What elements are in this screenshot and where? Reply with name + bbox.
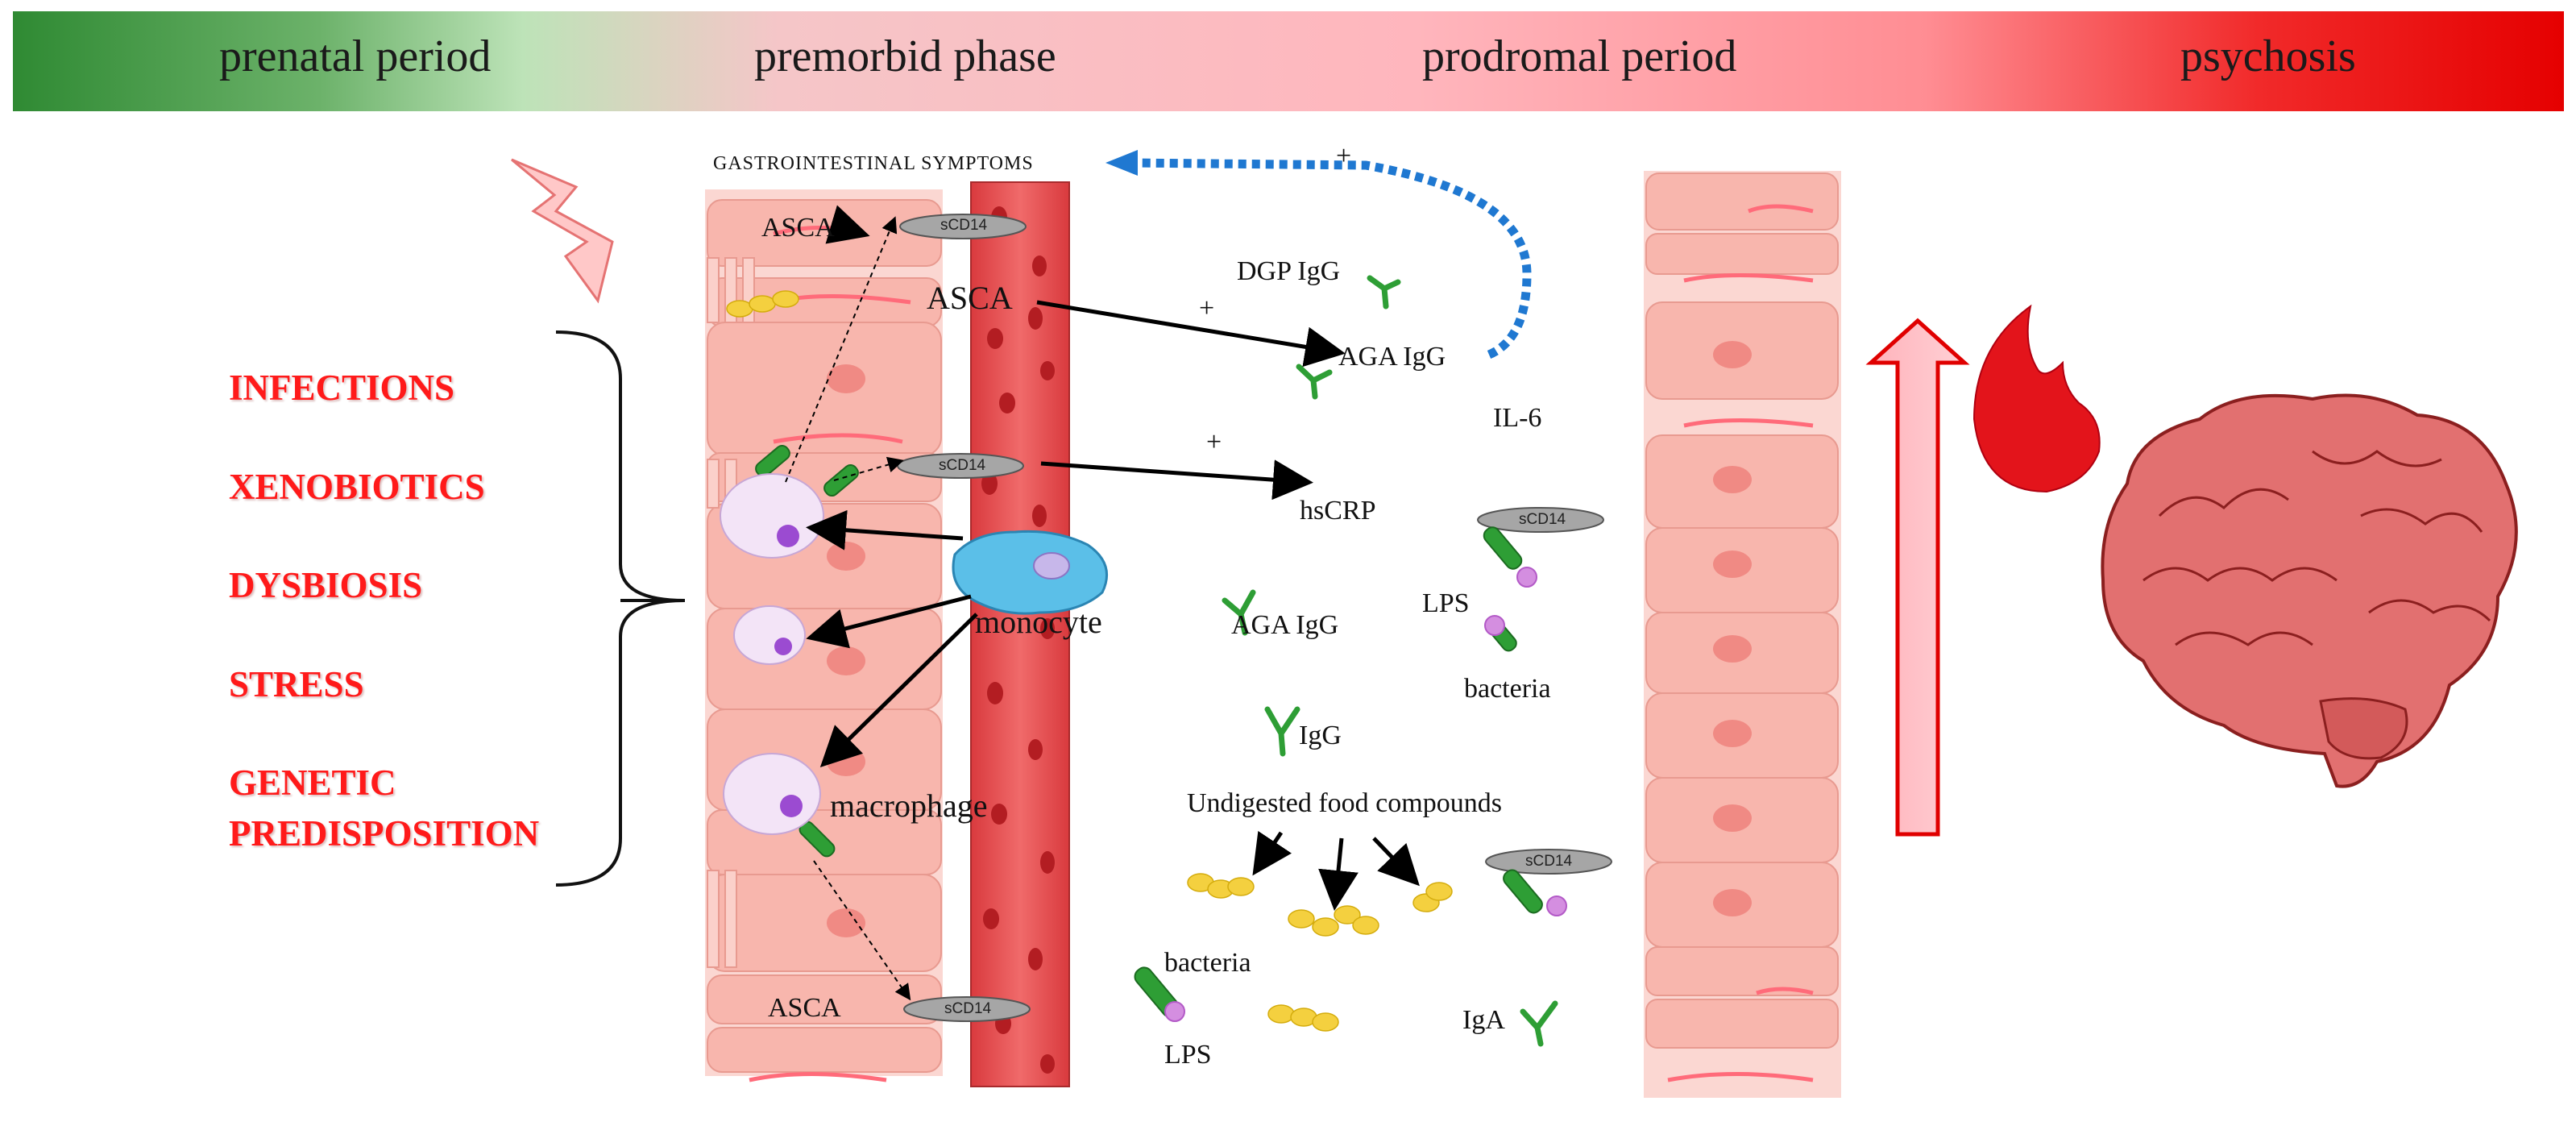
plus-sign-low: + — [1206, 427, 1222, 457]
igg-label: IgG — [1299, 721, 1342, 750]
il6-label: IL-6 — [1493, 403, 1542, 433]
factor-xenobiotics: XENOBIOTICS — [229, 467, 485, 507]
factor-genetic: GENETIC — [229, 762, 396, 803]
factor-infections: INFECTIONS — [229, 368, 455, 408]
stage-premorbid: premorbid phase — [754, 31, 1056, 81]
undigested-label: Undigested food compounds — [1187, 788, 1502, 818]
plus-sign-top: + — [1336, 141, 1352, 171]
aga-igg-label-top: AGA IgG — [1338, 342, 1446, 372]
bacteria-label-bottom: bacteria — [1164, 948, 1251, 978]
scd14-label-5: sCD14 — [944, 1000, 992, 1017]
stage-prenatal: prenatal period — [219, 31, 492, 81]
scd14-label-3: sCD14 — [1519, 511, 1566, 528]
factor-predisposition: PREDISPOSITION — [229, 813, 540, 854]
monocyte-label: monocyte — [975, 604, 1102, 640]
plus-sign-mid: + — [1199, 293, 1215, 323]
brain-icon — [2101, 393, 2518, 788]
scd14-label-1: sCD14 — [940, 217, 988, 234]
stage-prodromal: prodromal period — [1422, 31, 1737, 81]
lps-label-bottom: LPS — [1164, 1040, 1212, 1070]
flame-icon — [1972, 304, 2101, 493]
antibody-icon — [1222, 275, 1558, 1047]
scd14-label-2: sCD14 — [939, 457, 986, 474]
right-epithelium — [1644, 171, 1841, 1098]
lps-icons — [1164, 567, 1567, 1022]
feedback-arrow — [1129, 158, 1532, 359]
bacteria-label-mid: bacteria — [1464, 674, 1551, 704]
up-arrow-icon — [1865, 318, 1970, 837]
monocyte-icon — [952, 530, 1109, 615]
aga-igg-label-mid: AGA IgG — [1231, 610, 1339, 640]
scd14-label-4: sCD14 — [1525, 853, 1573, 870]
lps-label-mid: LPS — [1422, 588, 1470, 618]
dgp-igg-label: DGP IgG — [1237, 256, 1341, 286]
scd14-pills — [897, 214, 1612, 1022]
brace — [555, 330, 686, 887]
factor-stress: STRESS — [229, 664, 364, 704]
factor-dysbiosis: DYSBIOSIS — [229, 565, 423, 605]
asca-label-top: ASCA — [761, 213, 835, 243]
hscrp-label: hsCRP — [1300, 496, 1376, 526]
macrophage-label: macrophage — [830, 787, 988, 824]
bacterium-icon — [755, 444, 1543, 1018]
stage-psychosis: psychosis — [2180, 31, 2356, 81]
macrophage-icon — [720, 473, 824, 835]
asca-label-mid: ASCA — [927, 280, 1013, 316]
iga-label: IgA — [1462, 1005, 1505, 1035]
asca-label-bottom: ASCA — [768, 993, 841, 1023]
lightning-icon — [511, 158, 614, 304]
gi-symptoms-label: GASTROINTESTINAL SYMPTOMS — [713, 153, 1034, 174]
timeline-banner — [13, 11, 2564, 111]
